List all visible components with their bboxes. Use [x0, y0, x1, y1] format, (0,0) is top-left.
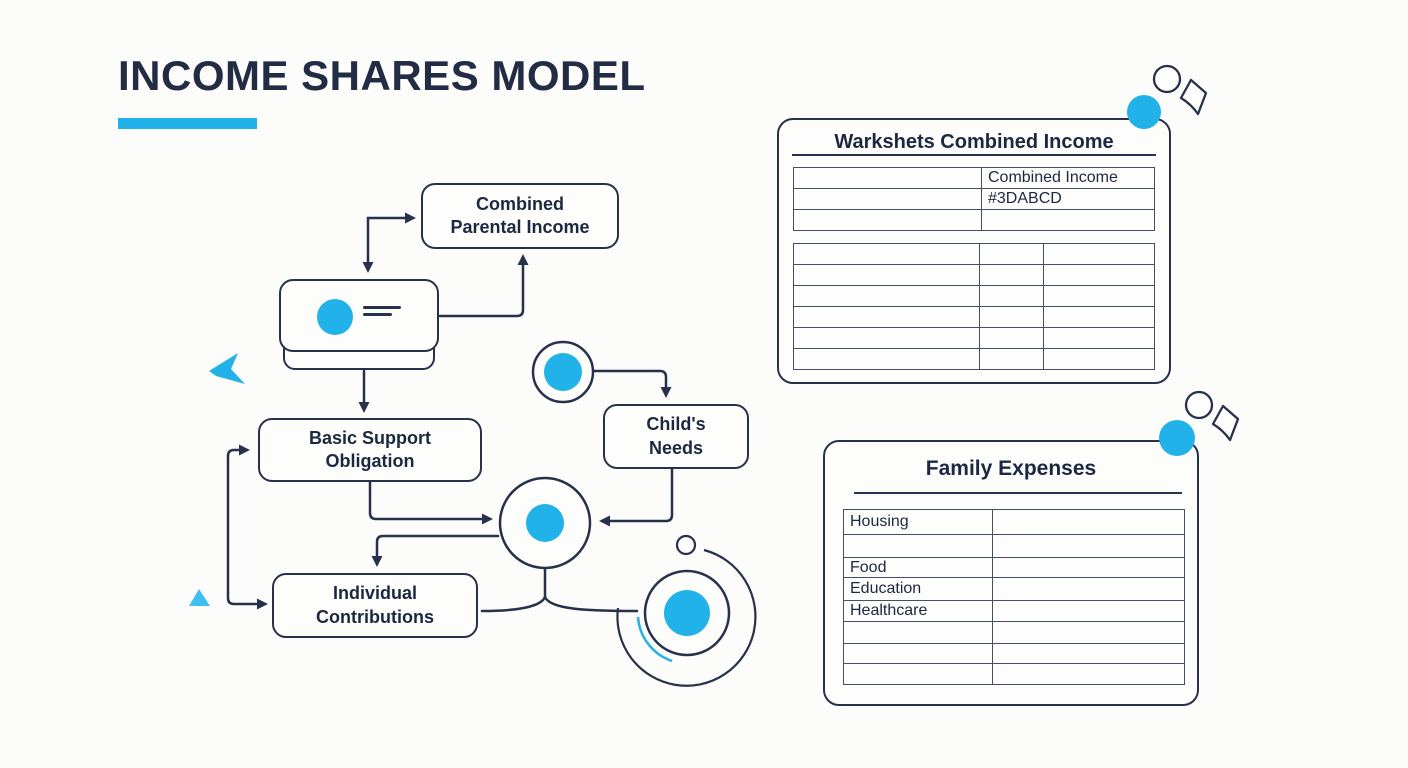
node-label: Combined	[476, 193, 564, 214]
expenses-panel: Family Expenses Housing Food Education H…	[823, 440, 1199, 706]
table-row: Combined Income	[793, 167, 1155, 189]
worksheet-grid-table	[793, 243, 1155, 370]
expenses-panel-title: Family Expenses	[925, 457, 1097, 480]
table-row	[793, 327, 1155, 349]
connector-left-bracket	[226, 448, 259, 606]
flow-connectors	[226, 216, 674, 613]
blue-arc	[636, 616, 673, 663]
title-rule	[854, 492, 1182, 494]
node-individual-contributions: Individual Contributions	[272, 573, 478, 638]
table-row: Education	[843, 577, 1185, 601]
text-line-decoration	[363, 306, 401, 309]
node-combined-parental-income: Combined Parental Income	[421, 183, 619, 249]
title-underline-bar	[118, 118, 257, 129]
expenses-table: Housing Food Education Healthcare	[843, 509, 1185, 685]
table-row	[793, 348, 1155, 370]
page-title: INCOME SHARES MODEL	[118, 52, 646, 99]
node-label: Parental Income	[450, 217, 590, 237]
table-row	[793, 264, 1155, 286]
arrow-right-icon	[1211, 404, 1240, 442]
worksheet-panel: Warkshets Combined Income Combined Incom…	[777, 118, 1171, 384]
connector-brace-right	[543, 595, 639, 613]
cursor-left-icon	[209, 353, 245, 384]
blue-dot-icon	[317, 299, 353, 335]
blue-dot-badge	[1127, 95, 1161, 129]
connector-circle-to-needs	[590, 369, 668, 389]
table-row	[843, 643, 1185, 664]
circle-outline-icon	[1152, 64, 1182, 94]
blue-dot	[526, 504, 564, 542]
text-line-decoration	[363, 313, 392, 316]
node-label: Individual	[332, 583, 417, 604]
blue-dot	[544, 353, 582, 391]
table-row	[843, 621, 1185, 644]
arrowheads	[239, 212, 672, 610]
arrow-right-icon	[1179, 78, 1208, 116]
circle-outline-icon	[1184, 390, 1214, 420]
table-cell	[981, 209, 1155, 231]
needs-source-node	[531, 340, 595, 404]
expense-label: Education	[843, 577, 993, 601]
node-label: Basic Support	[308, 427, 432, 448]
combined-income-table: Combined Income #3DABCD	[793, 167, 1155, 231]
node-label: Needs	[648, 437, 704, 458]
connector-hub-to-ic	[375, 534, 500, 558]
orbit-satellite-circle	[675, 534, 697, 556]
orbit-decoration	[616, 534, 757, 687]
income-card	[279, 279, 439, 352]
table-row: Food	[843, 557, 1185, 578]
expenses-panel-corner-decor	[1159, 390, 1240, 456]
blue-dot-badge	[1159, 420, 1195, 456]
worksheet-panel-corner-decor	[1127, 64, 1208, 129]
connector-needs-to-hub	[608, 463, 674, 523]
connector-card-to-cpi	[438, 263, 525, 318]
table-row	[843, 534, 1185, 558]
table-row	[793, 209, 1155, 231]
hub-node	[498, 476, 592, 570]
connector-split-top	[366, 216, 407, 264]
title-rule	[792, 154, 1156, 156]
table-row: Healthcare	[843, 600, 1185, 622]
node-label: Contributions	[316, 606, 434, 627]
node-basic-support-obligation: Basic Support Obligation	[258, 418, 482, 482]
node-label: Obligation	[325, 451, 415, 471]
expense-label: Food	[843, 557, 993, 578]
table-row	[843, 663, 1185, 685]
triangle-up-icon	[189, 589, 210, 606]
node-childs-needs: Child's Needs	[603, 404, 749, 469]
blue-dot	[664, 590, 710, 636]
table-row	[793, 243, 1155, 265]
worksheet-panel-title: Warkshets Combined Income	[834, 131, 1114, 153]
node-label: Child's	[646, 414, 706, 435]
connector-bso-to-hub	[368, 476, 484, 521]
